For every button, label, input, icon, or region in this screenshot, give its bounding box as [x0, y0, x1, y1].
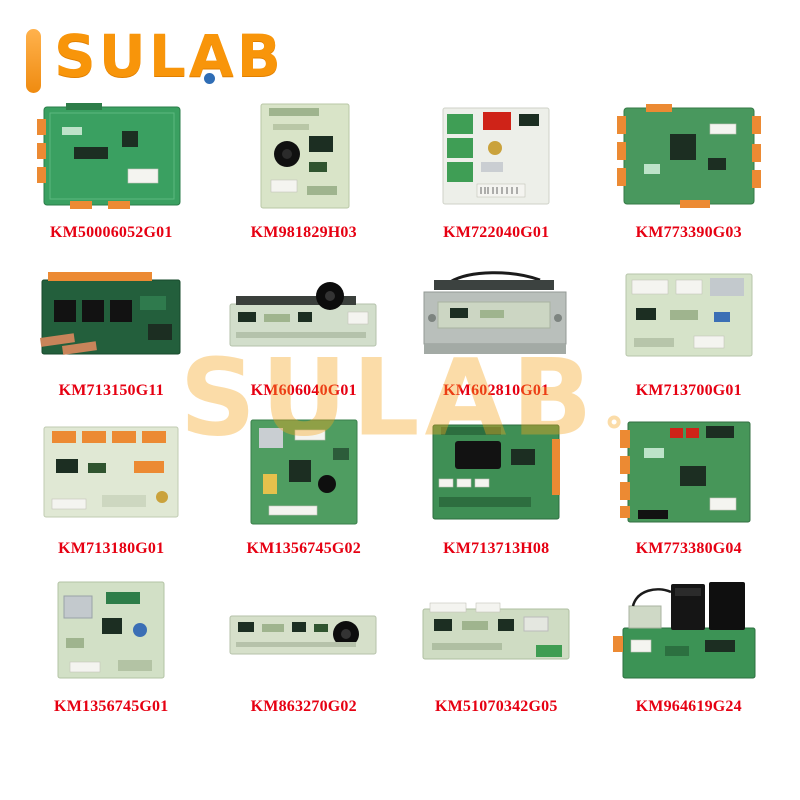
pcb-board-illustration — [260, 103, 350, 209]
part-number-label: KM51070342G05 — [434, 698, 558, 715]
pcb-photo — [596, 416, 783, 528]
product-item: KM722040G01 — [403, 100, 590, 242]
pcb-board-illustration — [422, 602, 570, 660]
logo-bar — [26, 29, 41, 93]
product-grid: KM50006052G01 KM981829H03 — [0, 96, 800, 716]
pcb-photo — [403, 416, 590, 528]
pcb-board-illustration — [625, 273, 753, 357]
product-item: KM713150G11 — [18, 258, 205, 400]
pcb-board-illustration — [442, 107, 550, 205]
pcb-photo — [18, 258, 205, 370]
pcb-photo — [18, 574, 205, 686]
product-item: KM713180G01 — [18, 416, 205, 558]
pcb-board-illustration — [229, 282, 377, 347]
part-number-label: KM1356745G01 — [54, 698, 169, 715]
product-item: KM713713H08 — [403, 416, 590, 558]
logo-dot-icon — [204, 72, 215, 84]
part-number-label: KM602810G01 — [443, 382, 550, 399]
part-number-label: KM773390G03 — [635, 224, 742, 241]
part-number-label: KM713713H08 — [443, 540, 550, 557]
part-number-label: KM964619G24 — [635, 698, 742, 715]
pcb-photo — [211, 258, 398, 370]
pcb-board-illustration — [40, 272, 181, 355]
part-number-label: KM50006052G01 — [49, 224, 173, 241]
product-item: KM1356745G01 — [18, 574, 205, 716]
header: SULAB — [0, 0, 800, 96]
pcb-photo — [403, 574, 590, 686]
pcb-board-illustration — [43, 426, 179, 518]
product-item: KM602810G01 — [403, 258, 590, 400]
product-item: KM773390G03 — [596, 100, 783, 242]
pcb-photo — [403, 100, 590, 212]
part-number-label: KM981829H03 — [250, 224, 357, 241]
product-item: KM1356745G02 — [211, 416, 398, 558]
pcb-board-illustration — [423, 271, 567, 354]
product-item: KM50006052G01 — [18, 100, 205, 242]
part-number-label: KM713150G11 — [58, 382, 164, 399]
product-item: KM773380G04 — [596, 416, 783, 558]
part-number-label: KM606040G01 — [250, 382, 357, 399]
part-number-label: KM722040G01 — [443, 224, 550, 241]
pcb-photo — [211, 100, 398, 212]
product-item: KM863270G02 — [211, 574, 398, 716]
pcb-board-illustration — [37, 103, 181, 209]
part-number-label: KM1356745G02 — [246, 540, 361, 557]
part-number-label: KM713180G01 — [58, 540, 165, 557]
pcb-photo — [596, 100, 783, 212]
product-item: KM51070342G05 — [403, 574, 590, 716]
product-item: KM713700G01 — [596, 258, 783, 400]
logo-text: SULAB — [54, 22, 284, 90]
product-item: KM964619G24 — [596, 574, 783, 716]
pcb-board-illustration — [619, 421, 751, 523]
pcb-photo — [211, 416, 398, 528]
pcb-photo — [18, 416, 205, 528]
pcb-photo — [596, 258, 783, 370]
pcb-board-illustration — [57, 581, 165, 679]
product-item: KM981829H03 — [211, 100, 398, 242]
part-number-label: KM713700G01 — [635, 382, 742, 399]
pcb-board-illustration — [229, 615, 377, 655]
part-number-label: KM863270G02 — [250, 698, 357, 715]
logo: SULAB — [54, 26, 284, 87]
pcb-board-illustration — [616, 104, 761, 208]
pcb-photo — [211, 574, 398, 686]
pcb-board-illustration — [250, 419, 358, 525]
pcb-photo — [596, 574, 783, 686]
product-item: KM606040G01 — [211, 258, 398, 400]
pcb-photo — [18, 100, 205, 212]
part-number-label: KM773380G04 — [635, 540, 742, 557]
pcb-board-illustration — [432, 424, 561, 520]
pcb-photo — [403, 258, 590, 370]
pcb-board-illustration — [612, 582, 756, 679]
